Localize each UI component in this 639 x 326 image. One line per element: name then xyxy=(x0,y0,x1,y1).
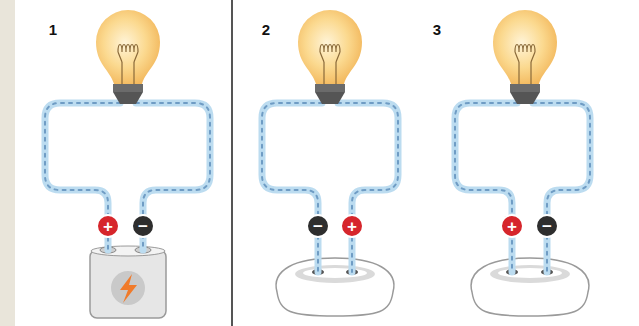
panel-number: 2 xyxy=(262,22,270,37)
terminal-sign: − xyxy=(313,218,323,235)
battery xyxy=(90,246,166,318)
panel-number: 3 xyxy=(433,22,441,37)
terminal-sign: − xyxy=(542,218,552,235)
panel-number: 1 xyxy=(49,22,57,37)
terminal-sign: + xyxy=(347,218,357,235)
light-bulb xyxy=(493,10,557,104)
light-bulb xyxy=(298,10,362,104)
terminal-sign: + xyxy=(103,218,113,235)
wall-socket xyxy=(471,258,589,316)
wall-socket xyxy=(276,258,394,316)
terminal-sign: + xyxy=(507,218,517,235)
wire xyxy=(45,103,590,272)
terminal-sign: − xyxy=(138,218,148,235)
light-bulb xyxy=(96,10,160,104)
